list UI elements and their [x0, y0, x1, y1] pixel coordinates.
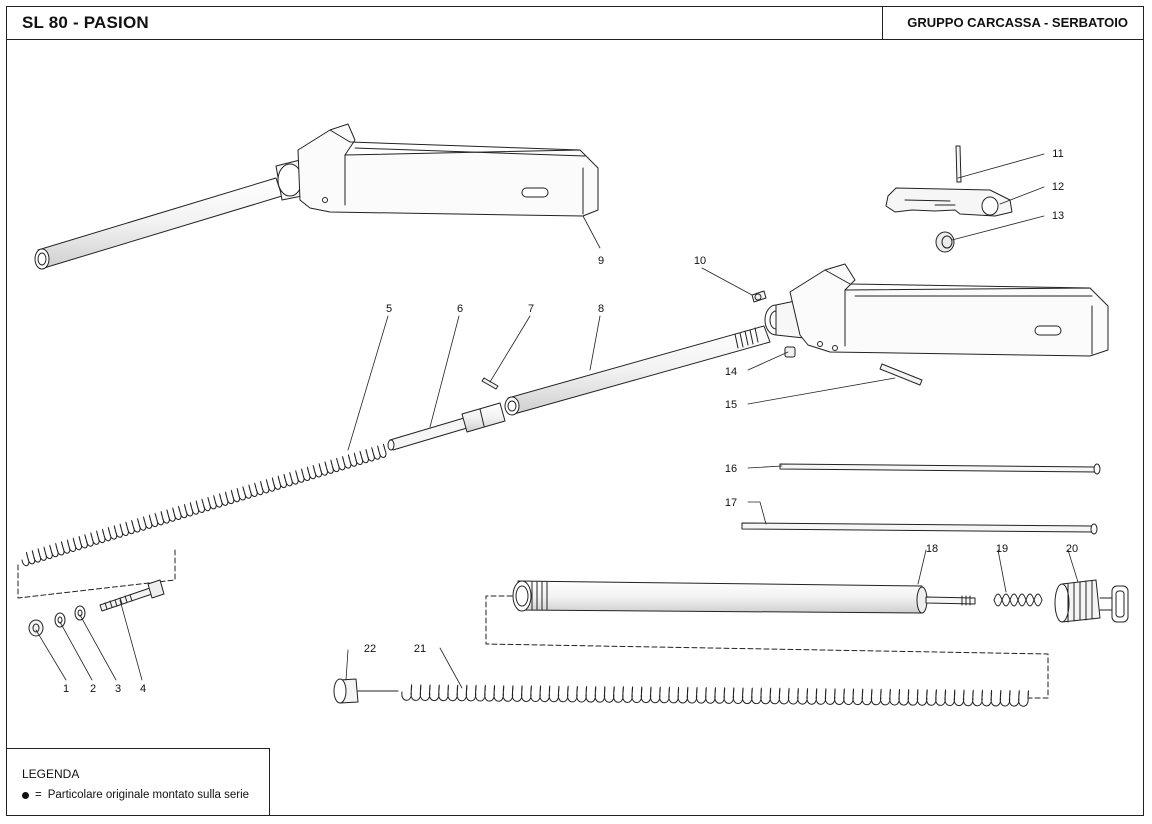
- frame-right-view: [764, 263, 1109, 357]
- callout-8: 8: [598, 303, 604, 315]
- callout-7: 7: [528, 303, 534, 315]
- group-title: GRUPPO CARCASSA - SERBATOIO: [907, 15, 1128, 30]
- part-6-guide-rod: [387, 402, 506, 451]
- drawing-frame: [6, 6, 1144, 816]
- model-title: SL 80 - PASION: [22, 13, 149, 32]
- callout-20: 20: [1066, 543, 1078, 555]
- leader-lines: [35, 153, 1079, 689]
- callout-16: 16: [725, 463, 737, 475]
- part-14-pin: [784, 346, 796, 358]
- callout-11: 11: [1052, 148, 1063, 160]
- part-21-spring: [401, 684, 1029, 707]
- part-8-tube: [504, 325, 771, 416]
- callout-18: 18: [926, 543, 938, 555]
- legend-equals: =: [35, 789, 42, 801]
- callout-9: 9: [598, 255, 604, 267]
- part-12-latch: [885, 187, 1013, 217]
- part-17-rod: [741, 522, 1098, 535]
- callout-19: 19: [996, 543, 1008, 555]
- legend-title: LEGENDA: [22, 767, 80, 781]
- part-15-pin: [879, 363, 923, 386]
- part-3-washer: [74, 605, 86, 621]
- callout-13: 13: [1052, 210, 1064, 222]
- part-18-tube: [512, 580, 976, 614]
- part-4-bolt: [99, 579, 165, 612]
- part-7-pin: [481, 377, 499, 390]
- callout-22: 22: [364, 643, 376, 655]
- part-11-spring-pin: [955, 145, 962, 183]
- part-9-frame-top: [34, 123, 599, 270]
- part-1-nut: [28, 619, 44, 637]
- legend-entry: = Particolare originale montato sulla se…: [22, 789, 249, 801]
- part-22-follower: [333, 678, 399, 704]
- part-16-rod: [779, 463, 1101, 475]
- legend-box: LEGENDA = Particolare originale montato …: [6, 748, 270, 816]
- spring-end-bracket: [17, 547, 176, 599]
- callout-5: 5: [386, 303, 392, 315]
- legend-description: Particolare originale montato sulla seri…: [47, 789, 250, 801]
- callout-4: 4: [140, 683, 146, 695]
- callout-6: 6: [457, 303, 463, 315]
- callout-15: 15: [725, 399, 737, 411]
- callout-1: 1: [63, 683, 69, 695]
- part-10-screw: [751, 290, 767, 303]
- bullet-dot-icon: [22, 791, 29, 799]
- callout-labels: 1 2 3 4 5 6 7 8 9 10 11 12 13 14 15 16 1…: [63, 148, 1078, 695]
- part-5-spring: [21, 443, 387, 567]
- part-20-cap: [1054, 579, 1129, 623]
- part-2-washer: [54, 612, 66, 628]
- callout-3: 3: [115, 683, 121, 695]
- callout-10: 10: [694, 255, 706, 267]
- callout-21: 21: [414, 643, 426, 655]
- header-bar: SL 80 - PASION GRUPPO CARCASSA - SERBATO…: [6, 6, 1144, 40]
- part-19-spring: [993, 593, 1043, 607]
- callout-12: 12: [1052, 181, 1064, 193]
- part-13-cap: [935, 231, 955, 253]
- group-title-box: GRUPPO CARCASSA - SERBATOIO: [882, 6, 1144, 39]
- tube-spring-connector: [485, 595, 1049, 699]
- callout-17: 17: [725, 497, 737, 509]
- callout-14: 14: [725, 366, 737, 378]
- callout-2: 2: [90, 683, 96, 695]
